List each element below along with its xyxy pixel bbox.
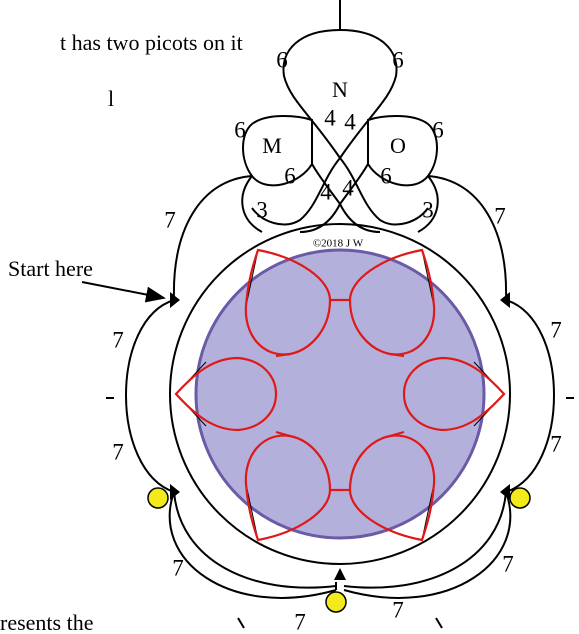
chain-c-left [241, 175, 263, 233]
count-mid-right-lower: 7 [550, 431, 562, 456]
count-n-right: 6 [392, 47, 404, 72]
count-chain-right-top: 3 [422, 197, 434, 222]
chain-bottom-left [168, 491, 337, 599]
count-n-inner-right: 4 [344, 109, 356, 134]
cross-right [339, 163, 369, 205]
start-label: Start here [8, 256, 93, 281]
ring-n-label: N [332, 77, 348, 102]
inner-rings [174, 248, 506, 542]
bead-right [509, 487, 531, 509]
count-chain-left-top: 3 [256, 197, 268, 222]
ring-m-label: M [262, 133, 282, 158]
count-low-left-chain: 7 [172, 555, 184, 580]
center-disc [194, 248, 486, 540]
chain-low-right [343, 491, 507, 589]
inner-ring-top-right [348, 248, 436, 356]
lower-ring-right [339, 157, 429, 226]
count-o-inner: 6 [380, 163, 392, 188]
count-mid-left-upper: 7 [112, 327, 124, 352]
count-low-right-chain: 7 [502, 551, 514, 576]
picot-marks [106, 397, 574, 629]
chain-c-right [417, 175, 439, 233]
chain-mid-left [125, 299, 175, 493]
inner-ring-left [174, 356, 278, 432]
count-bottom-left: 7 [294, 609, 306, 634]
count-mid-left-lower: 7 [112, 439, 124, 464]
instruction-text: t has two picots on it [60, 30, 243, 55]
chain-low-left [173, 491, 337, 589]
inner-ring-top-left [244, 248, 332, 356]
copyright-text: ©2018 J W [313, 238, 364, 250]
bead-left [147, 487, 169, 509]
lower-ring-left [251, 157, 341, 226]
count-low-left: 4 [320, 179, 332, 204]
count-o-outer: 6 [432, 117, 444, 142]
ring-o [367, 115, 438, 187]
count-n-inner-left: 4 [324, 105, 336, 130]
count-m-outer: 6 [234, 117, 246, 142]
inner-ring-right [402, 356, 506, 432]
bead-bottom [325, 591, 347, 613]
chain-bottom-right [343, 491, 512, 599]
inner-ring-bottom-left [244, 434, 332, 542]
join-points [170, 292, 510, 580]
ring-m [242, 115, 313, 187]
count-mid-right-upper: 7 [550, 317, 562, 342]
cross-left [311, 163, 341, 205]
chain-mid-right [505, 299, 555, 493]
count-bottom-right: 7 [392, 597, 404, 622]
count-n-left: 6 [276, 47, 288, 72]
count-low-right: 4 [342, 175, 354, 200]
inner-ring-bottom-right [348, 434, 436, 542]
ring-o-label: O [390, 133, 406, 158]
count-upper-right: 7 [494, 203, 506, 228]
start-arrow [81, 281, 166, 303]
bottom-instruction-text: resents the [0, 610, 93, 634]
outer-ring [169, 223, 511, 565]
count-upper-left: 7 [164, 207, 176, 232]
count-m-inner: 6 [284, 163, 296, 188]
chain-upper-right [427, 175, 508, 301]
instruction-mark: l [108, 86, 114, 111]
chain-upper-left [172, 175, 253, 301]
